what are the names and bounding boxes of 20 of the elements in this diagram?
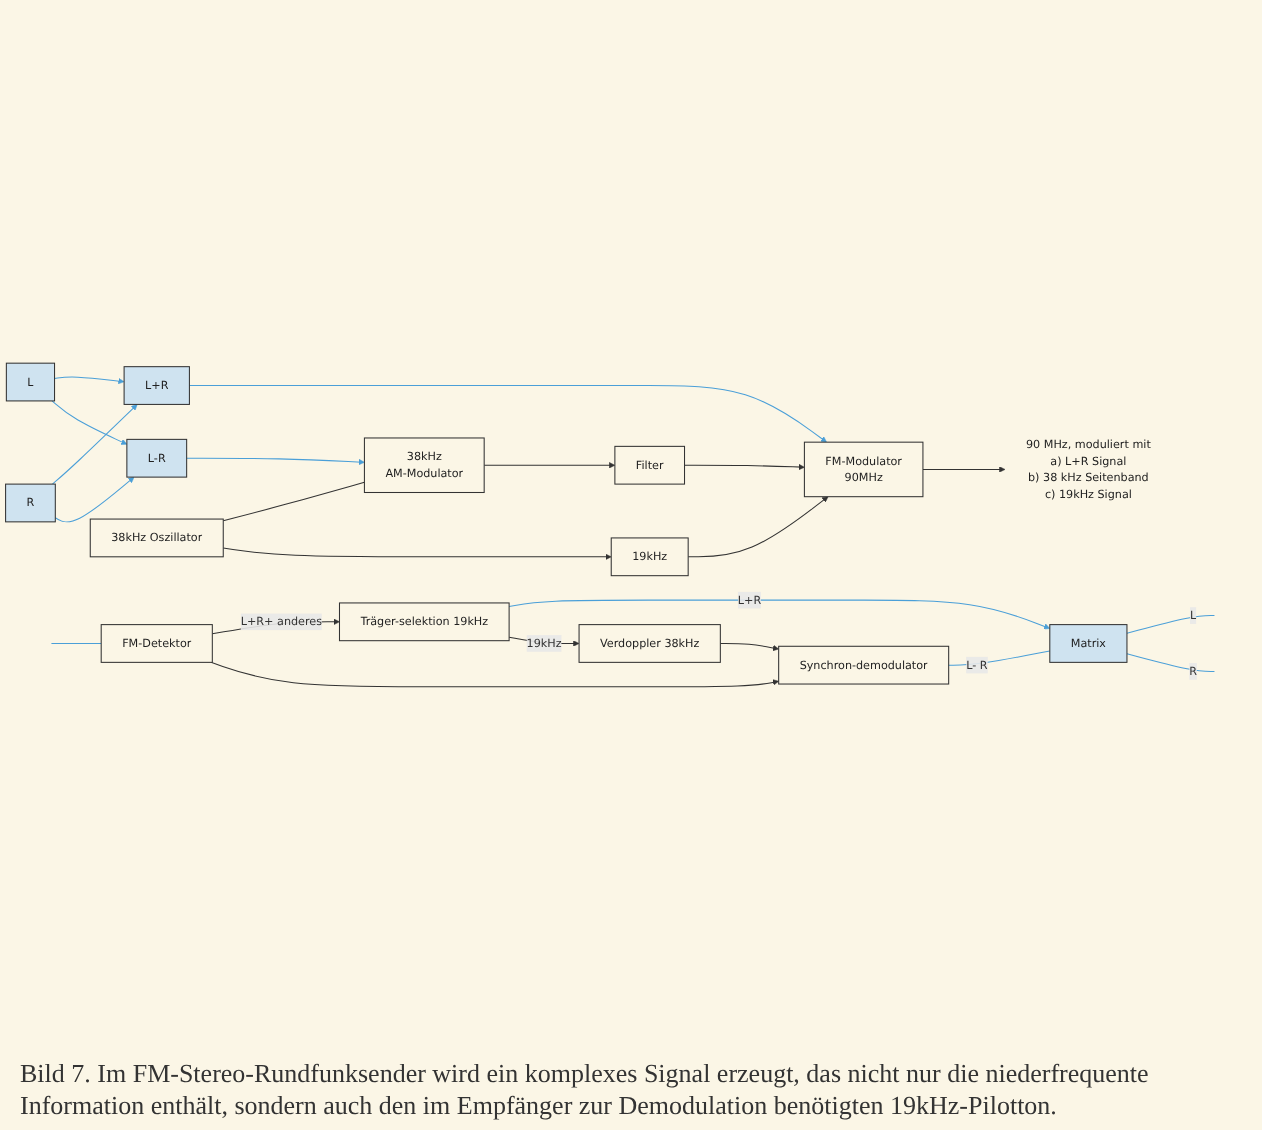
arrow	[54, 376, 125, 385]
connector	[1126, 653, 1215, 672]
arrow	[51, 404, 138, 485]
connector	[50, 642, 102, 644]
arrow	[188, 385, 827, 443]
arrow	[54, 476, 135, 523]
arrow	[222, 547, 612, 560]
arrow	[186, 457, 365, 466]
arrow	[687, 496, 829, 558]
connector	[948, 650, 1051, 666]
connector	[1126, 615, 1215, 634]
arrow	[210, 661, 779, 688]
arrow	[51, 400, 128, 445]
arrow	[483, 462, 616, 469]
arrow	[508, 599, 1051, 630]
connector	[222, 481, 365, 522]
arrow	[684, 463, 805, 471]
figure-caption: Bild 7. Im FM-Stereo-Rundfunksender wird ein komplexes Signal erzeugt, das nicht nur die niederfrequente Information enthält, sondern auch den im Empfänger zur Demodulation benötigten 19kHz-Pilotton.	[18, 1056, 1151, 1124]
arrow	[922, 466, 1006, 473]
arrow	[719, 642, 779, 651]
